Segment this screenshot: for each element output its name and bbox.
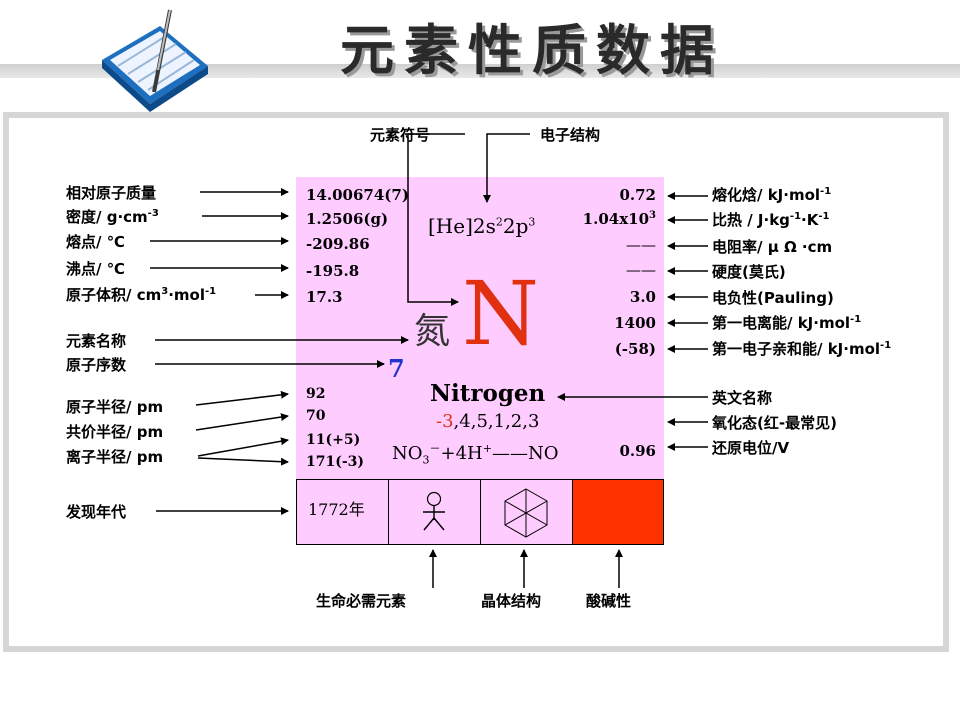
value-electron-affinity: (-58) xyxy=(614,340,656,358)
label-boiling-point: 沸点/ ℃ xyxy=(66,260,125,278)
main-oxidation-state: -3 xyxy=(436,411,454,432)
label-crystal-structure: 晶体结构 xyxy=(481,592,542,610)
value-atomic-radius: 92 xyxy=(306,386,326,402)
value-ionic-radius-2: 171(-3) xyxy=(306,454,365,470)
label-electron-config: 电子结构 xyxy=(540,126,601,144)
label-element-name: 元素名称 xyxy=(66,332,127,350)
label-atomic-volume: 原子体积/ cm3·mol-1 xyxy=(66,286,217,304)
value-reduction-reaction: NO3－+4H+——NO xyxy=(392,442,559,467)
label-symbol: 元素符号 xyxy=(370,126,431,144)
label-reduction-potential: 还原电位/V xyxy=(712,439,790,457)
element-chinese-name: 氮 xyxy=(414,311,451,352)
value-heat-of-fusion: 0.72 xyxy=(619,186,656,204)
label-resistivity: 电阻率/ μ Ω ·cm xyxy=(712,238,833,256)
value-covalent-radius: 70 xyxy=(306,408,326,424)
label-specific-heat: 比热 / J·kg-1·K-1 xyxy=(712,211,830,229)
atomic-number: 7 xyxy=(388,354,405,383)
label-acid-base: 酸碱性 xyxy=(586,592,632,610)
label-oxidation-states: 氧化态(红-最常见) xyxy=(712,414,837,432)
value-english-name: Nitrogen xyxy=(430,380,546,407)
value-electron-config: [He]2s22p3 xyxy=(428,214,536,238)
value-density: 1.2506(g) xyxy=(306,210,389,228)
label-atomic-number: 原子序数 xyxy=(66,356,127,374)
value-boiling-point: -195.8 xyxy=(306,262,360,280)
value-melting-point: -209.86 xyxy=(306,235,370,253)
element-symbol: N xyxy=(462,262,539,365)
label-covalent-radius: 共价半径/ pm xyxy=(66,423,164,441)
label-atomic-radius: 原子半径/ pm xyxy=(66,398,164,416)
value-first-ionization: 1400 xyxy=(614,314,656,332)
value-atomic-mass: 14.00674(7) xyxy=(306,186,409,204)
page-title: 元素性质数据 xyxy=(340,19,724,82)
value-electronegativity: 3.0 xyxy=(629,288,656,306)
label-ionic-radius: 离子半径/ pm xyxy=(66,448,164,466)
label-hardness: 硬度(莫氏) xyxy=(712,263,786,281)
label-electronegativity: 电负性(Pauling) xyxy=(712,289,834,307)
value-resistivity: —— xyxy=(626,236,656,254)
label-melting-point: 熔点/ ℃ xyxy=(66,233,125,251)
label-atomic-mass: 相对原子质量 xyxy=(66,184,157,202)
hexagonal-crystal-icon xyxy=(504,488,548,538)
title-underline-bar xyxy=(0,64,960,78)
label-first-ionization: 第一电离能/ kJ·mol-1 xyxy=(712,314,862,332)
value-reduction-potential: 0.96 xyxy=(619,442,656,460)
value-specific-heat: 1.04x103 xyxy=(582,210,656,228)
value-ionic-radius-1: 11(+5) xyxy=(306,432,361,448)
cell-acid-base xyxy=(572,479,664,545)
value-oxidation-states: -3,4,5,1,2,3 xyxy=(436,411,539,432)
label-english-name: 英文名称 xyxy=(712,389,773,407)
label-heat-of-fusion: 熔化焓/ kJ·mol-1 xyxy=(712,186,832,204)
other-oxidation-states: ,4,5,1,2,3 xyxy=(453,411,540,432)
notebook-icon xyxy=(102,9,208,112)
label-discovery-year: 发现年代 xyxy=(66,503,127,521)
label-electron-affinity: 第一电子亲和能/ kJ·mol-1 xyxy=(712,340,892,358)
label-essential-element: 生命必需元素 xyxy=(316,592,407,610)
value-atomic-volume: 17.3 xyxy=(306,288,343,306)
value-hardness: —— xyxy=(626,261,656,279)
value-discovery-year: 1772年 xyxy=(308,500,365,519)
label-density: 密度/ g·cm-3 xyxy=(66,208,159,226)
essential-element-icon xyxy=(423,491,445,531)
